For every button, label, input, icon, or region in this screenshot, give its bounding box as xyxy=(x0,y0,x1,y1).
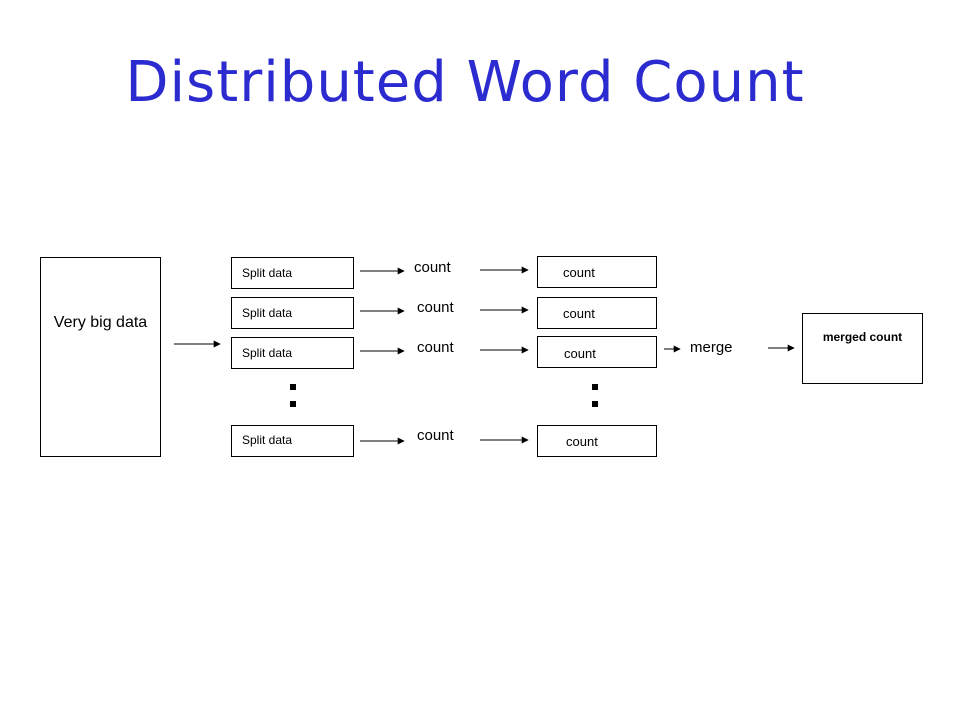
count-label-3: count xyxy=(417,339,454,356)
result-label-3: count xyxy=(564,346,596,361)
result-box-3 xyxy=(537,336,657,368)
count-label-2: count xyxy=(417,299,454,316)
source-box xyxy=(40,257,161,457)
count-label-1: count xyxy=(414,259,451,276)
result-label-4: count xyxy=(566,434,598,449)
result-box-4 xyxy=(537,425,657,457)
split-label-2: Split data xyxy=(242,306,293,320)
merge-label: merge xyxy=(690,339,733,356)
count-label-4: count xyxy=(417,427,454,444)
split-box-3 xyxy=(231,337,354,369)
merged-count-box xyxy=(802,313,923,384)
ellipsis-results xyxy=(592,384,598,407)
source-label: Very big data xyxy=(53,314,148,331)
result-box-2 xyxy=(537,297,657,329)
split-box-2 xyxy=(231,297,354,329)
split-box-4 xyxy=(231,425,354,457)
split-box-1 xyxy=(231,257,354,289)
result-label-2: count xyxy=(563,306,595,321)
ellipsis-splits xyxy=(290,384,296,407)
split-label-4: Split data xyxy=(242,433,293,447)
page-title: Distributed Word Count xyxy=(125,50,805,115)
split-label-1: Split data xyxy=(242,266,293,280)
result-label-1: count xyxy=(563,265,595,280)
split-label-3: Split data xyxy=(242,346,293,360)
result-box-1 xyxy=(537,256,657,288)
merged-count-label: merged count xyxy=(822,330,903,344)
